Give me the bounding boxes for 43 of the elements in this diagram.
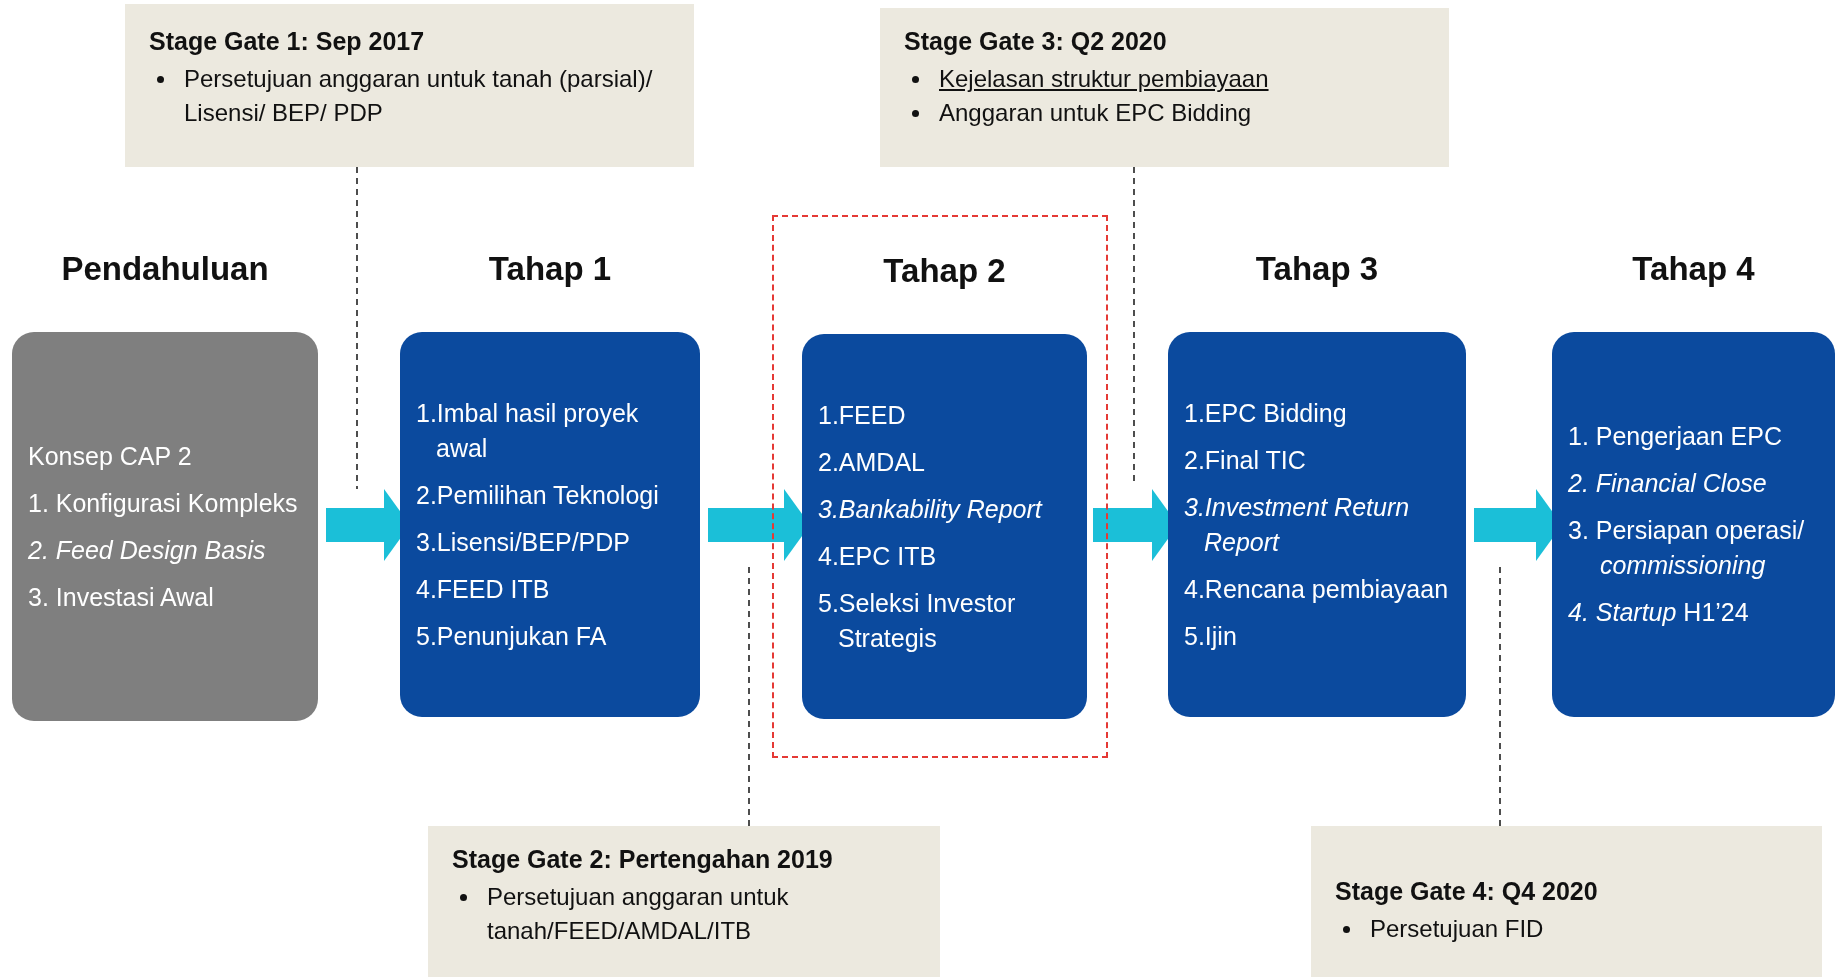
list-item: 4.EPC ITB xyxy=(818,540,938,572)
highlight-frame xyxy=(772,215,1108,758)
list-item: 5.Penunjukan FA xyxy=(416,620,608,652)
stage-heading: Tahap 4 xyxy=(1632,250,1755,288)
list-item: 3. Persiapan operasi/ commissioning xyxy=(1568,515,1806,581)
stage-heading: Tahap 3 xyxy=(1255,250,1379,288)
stage-gate-box xyxy=(125,4,694,167)
list-item: 2. Feed Design Basis xyxy=(28,534,267,566)
gate-title: Stage Gate 3: Q2 2020 xyxy=(904,26,1168,57)
bullet-text: Anggaran untuk EPC Bidding xyxy=(939,98,1252,128)
list-item: 1. Konfigurasi Kompleks xyxy=(28,487,299,519)
list-item: 1.Imbal hasil proyek awal xyxy=(416,397,640,464)
list-item: 1.EPC Bidding xyxy=(1184,397,1348,429)
list-item: 5.Ijin xyxy=(1184,620,1238,652)
list-item: 4.FEED ITB xyxy=(416,573,551,605)
gate-title: Stage Gate 2: Pertengahan 2019 xyxy=(452,844,834,875)
stage-gate-box xyxy=(1311,826,1822,977)
bullet-text: Persetujuan anggaran untuk tanah (parsial)/ Lisensi/ BEP/ PDP xyxy=(184,64,654,128)
list-item: 2.AMDAL xyxy=(818,446,926,478)
list-item: 2.Final TIC xyxy=(1184,444,1307,476)
leader-line xyxy=(356,166,358,490)
list-item: 3. Investasi Awal xyxy=(28,581,215,613)
list-item: 2.Pemilihan Teknologi xyxy=(416,479,660,511)
list-item: 1. Pengerjaan EPC xyxy=(1568,421,1784,452)
list-item: 3.Investment Return Report xyxy=(1184,491,1411,558)
bullet-text: Persetujuan anggaran untuk tanah/FEED/AMDAL/ITB xyxy=(487,882,790,946)
gate-title: Stage Gate 4: Q4 2020 xyxy=(1335,876,1599,907)
stage-heading: Tahap 1 xyxy=(488,250,612,288)
list-item: 4.Rencana pembiayaan xyxy=(1184,573,1450,605)
list-item: 3.Bankability Report xyxy=(818,493,1044,525)
stage-gate-box xyxy=(428,826,940,977)
bullet-text: Kejelasan struktur pembiayaan xyxy=(939,64,1269,94)
list-item: 2. Financial Close xyxy=(1568,468,1768,499)
bullet-text: Persetujuan FID xyxy=(1370,914,1544,944)
stage-heading: Pendahuluan xyxy=(61,250,269,288)
stage-gate-box xyxy=(880,8,1449,167)
list-item: 4. Startup H1’24 xyxy=(1568,597,1750,628)
gate-title: Stage Gate 1: Sep 2017 xyxy=(149,26,426,57)
list-item: Konsep CAP 2 xyxy=(28,440,193,472)
stage-heading: Tahap 2 xyxy=(883,252,1006,290)
list-item: 1.FEED xyxy=(818,399,907,431)
list-item: 5.Seleksi Investor Strategis xyxy=(818,587,1017,654)
list-item: 3.Lisensi/BEP/PDP xyxy=(416,526,631,558)
